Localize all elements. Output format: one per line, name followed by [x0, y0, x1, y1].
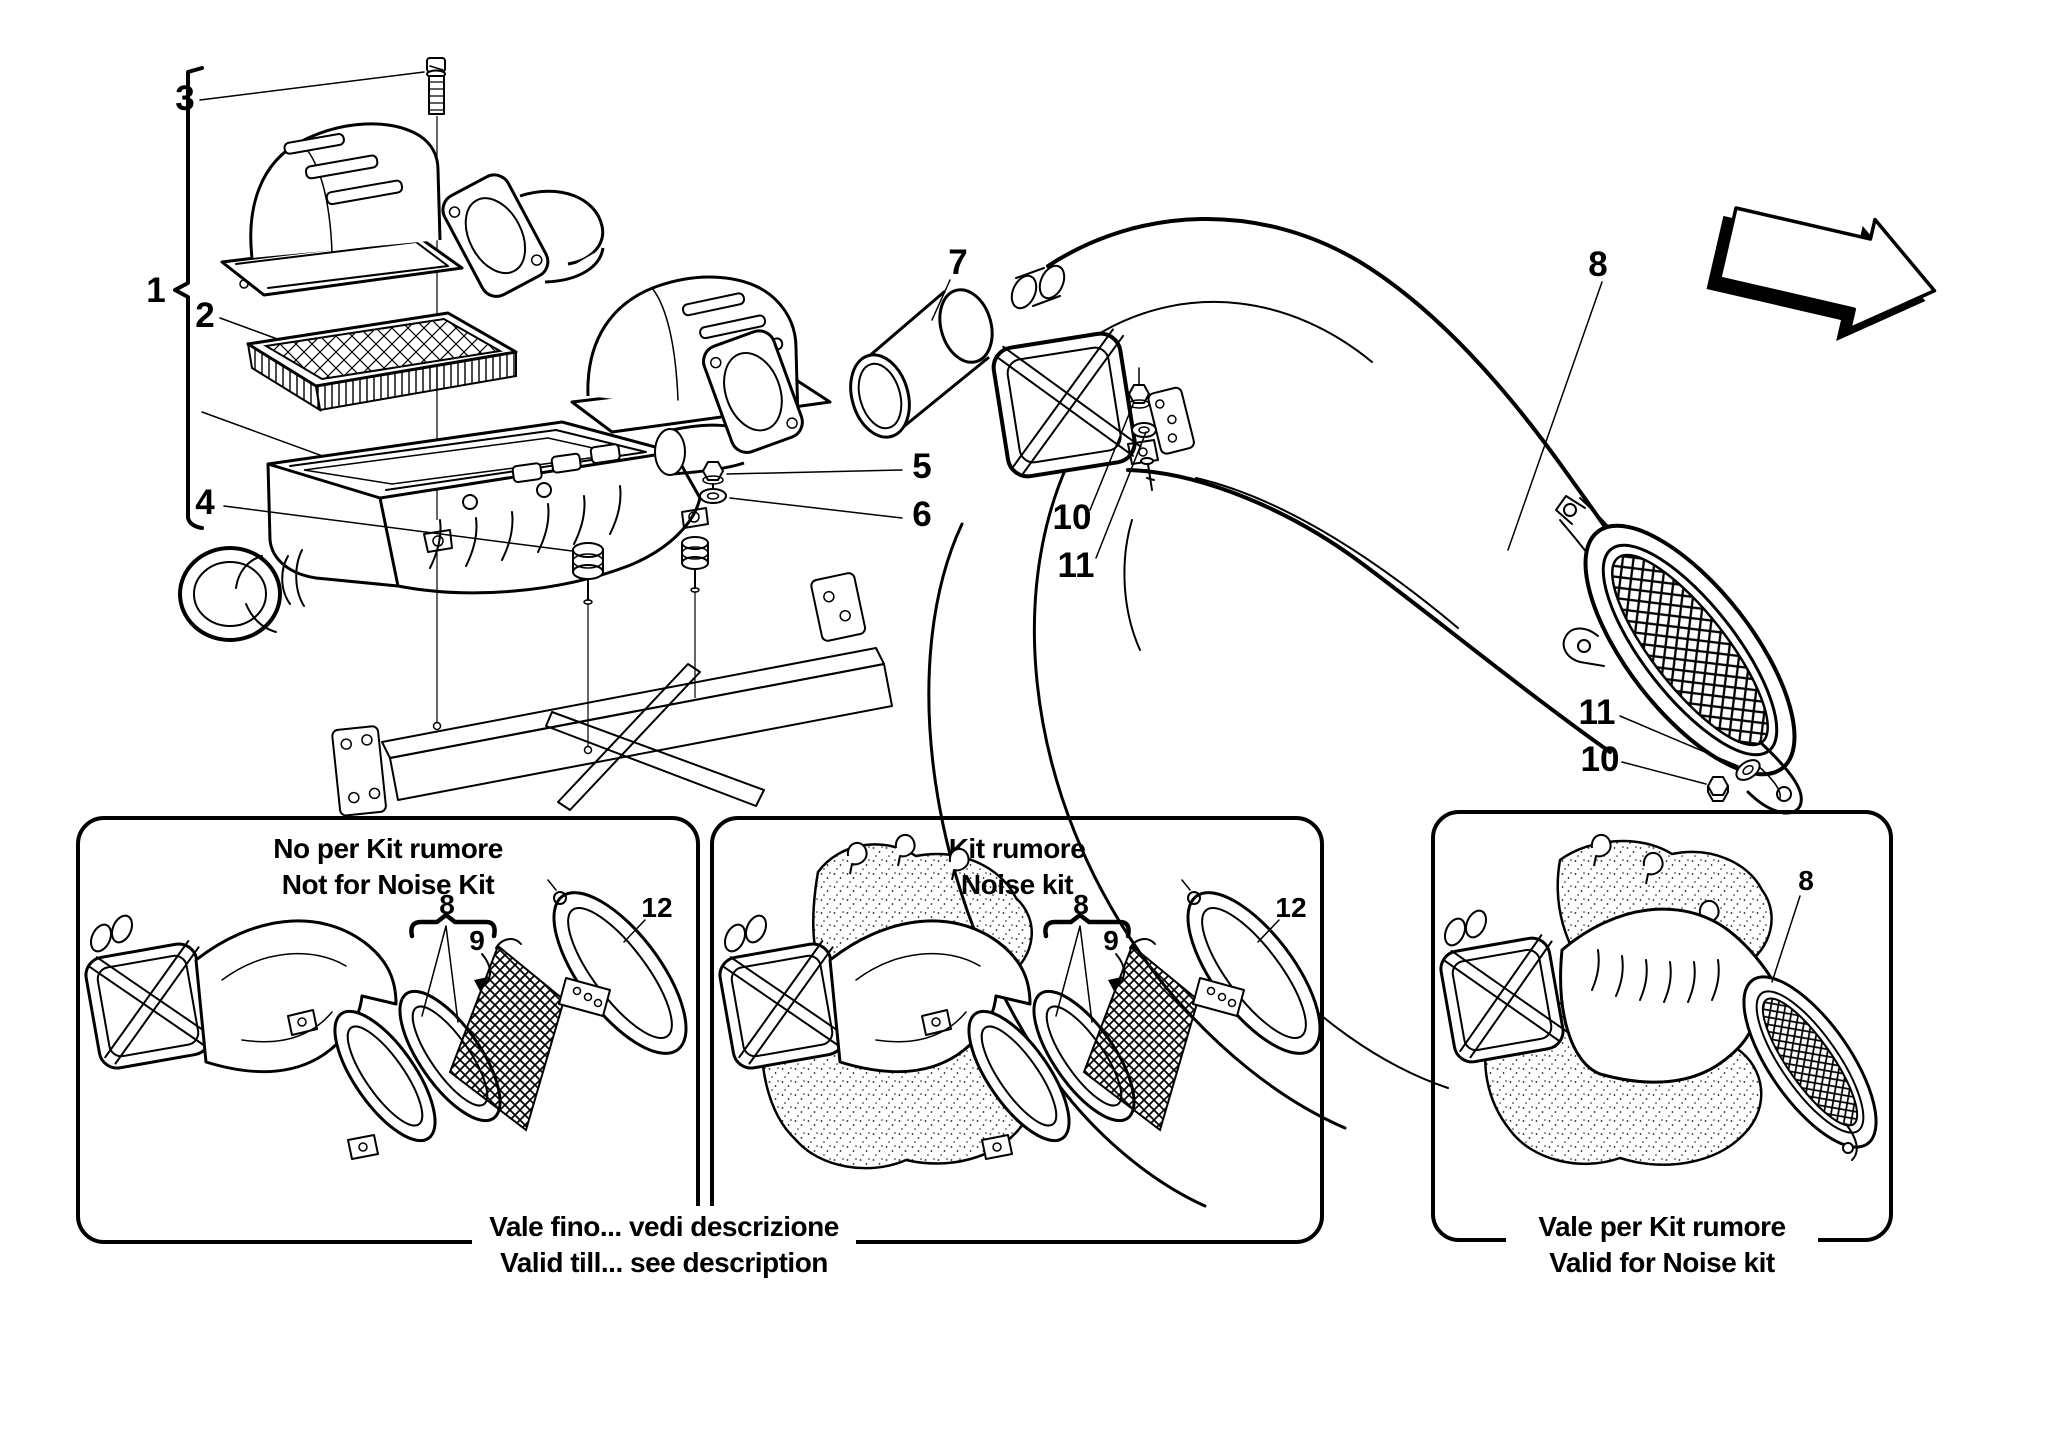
- callout-7: 7: [948, 243, 967, 282]
- leader-2: [219, 317, 281, 341]
- leader-7: [931, 279, 951, 321]
- inset-not-for-noise-kit: No per Kit rumore Not for Noise Kit 8 9 …: [76, 816, 712, 1244]
- intake-duct-parts: [81, 870, 712, 1161]
- intake-duct-assembly: 10 11 11 10 8: [927, 216, 1803, 1208]
- caption-left-line2: Valid till... see description: [500, 1247, 828, 1278]
- caption-valid-for-noise-kit: Vale per Kit rumore Valid for Noise kit: [1506, 1206, 1818, 1280]
- nut-10-lower: [1707, 776, 1729, 796]
- inset-1-callout-9: 9: [469, 925, 485, 956]
- leader-8-main: [1507, 281, 1603, 551]
- leader-5: [726, 469, 903, 475]
- intake-sleeve: [849, 288, 994, 439]
- duct-mesh-mouth: [1742, 975, 1878, 1149]
- leader-4: [223, 505, 581, 553]
- inset-3-callout-8: 8: [1798, 865, 1814, 896]
- duct-top-edge: [1046, 216, 1616, 542]
- washer-11-lower: [1735, 759, 1761, 781]
- air-filter-element: [246, 311, 518, 413]
- callout-4: 4: [195, 483, 215, 522]
- callout-1: 1: [146, 271, 165, 310]
- leader-10-upper: [1089, 401, 1135, 511]
- inset-1-callout-12: 12: [641, 892, 672, 923]
- inset-valid-for-noise-kit: 8 Vale per Kit rumore Valid for Noise ki…: [1431, 810, 1893, 1280]
- leader-6: [729, 497, 903, 519]
- leader-10-lower: [1621, 761, 1707, 785]
- callout-11-lower: 11: [1579, 693, 1616, 732]
- cover-outlet-gasket: [441, 173, 550, 298]
- air-cleaner-cover: [220, 122, 605, 298]
- duct-bottom-edge: [1126, 468, 1612, 754]
- caption-3-line1: Vale per Kit rumore: [1538, 1211, 1785, 1242]
- assembled-duct: [1559, 907, 1788, 1084]
- inset-1-callout-8: 8: [439, 889, 455, 920]
- caption-3-line2: Valid for Noise kit: [1549, 1247, 1775, 1278]
- duct-lower-fasteners: [1707, 759, 1761, 802]
- inset-1-title-line2: Not for Noise Kit: [282, 869, 495, 900]
- inset-noise-kit: Kit rumore Noise kit 8 9 12: [710, 816, 1346, 1244]
- leader-11-upper: [1095, 431, 1147, 559]
- air-cleaner-housing: [178, 275, 832, 642]
- fender-arc: [1032, 428, 1347, 1130]
- callout-10-upper: 10: [1053, 498, 1092, 537]
- callout-5: 5: [912, 447, 931, 486]
- inset-2-callout-8: 8: [1073, 889, 1089, 920]
- washer-11-upper: [1131, 422, 1157, 438]
- inset-2-callout-9: 9: [1103, 925, 1119, 956]
- caption-left-line1: Vale fino... vedi descrizione: [489, 1211, 839, 1242]
- assembly-bracket: [173, 66, 204, 530]
- inset-1-title-line1: No per Kit rumore: [273, 833, 503, 864]
- nut-5: [702, 461, 724, 481]
- chassis-frame: [331, 572, 893, 817]
- direction-arrow-icon: [1706, 206, 1937, 341]
- duct-mount-bracket: [1127, 367, 1195, 491]
- callout-8-main: 8: [1588, 245, 1607, 284]
- callout-3: 3: [175, 79, 194, 118]
- airbox: [1439, 934, 1569, 1064]
- air-cleaner-exploded-view: 1 3: [146, 57, 932, 817]
- inset-2-callout-12: 12: [1275, 892, 1306, 923]
- callout-11-upper: 11: [1058, 546, 1095, 585]
- callout-2: 2: [195, 296, 214, 335]
- housing-mounts: [423, 461, 727, 755]
- leader-11-lower: [1619, 715, 1739, 767]
- callout-6: 6: [912, 495, 931, 534]
- caption-valid-till: Vale fino... vedi descrizione Valid till…: [472, 1206, 856, 1280]
- leader-3: [199, 71, 425, 101]
- callout-10-lower: 10: [1581, 740, 1620, 779]
- inset-2-border: [710, 816, 1324, 1244]
- inset-1-border: [76, 816, 700, 1244]
- housing-outlet-gasket: [702, 329, 804, 454]
- washer-6: [699, 488, 727, 504]
- airbox: [991, 328, 1142, 479]
